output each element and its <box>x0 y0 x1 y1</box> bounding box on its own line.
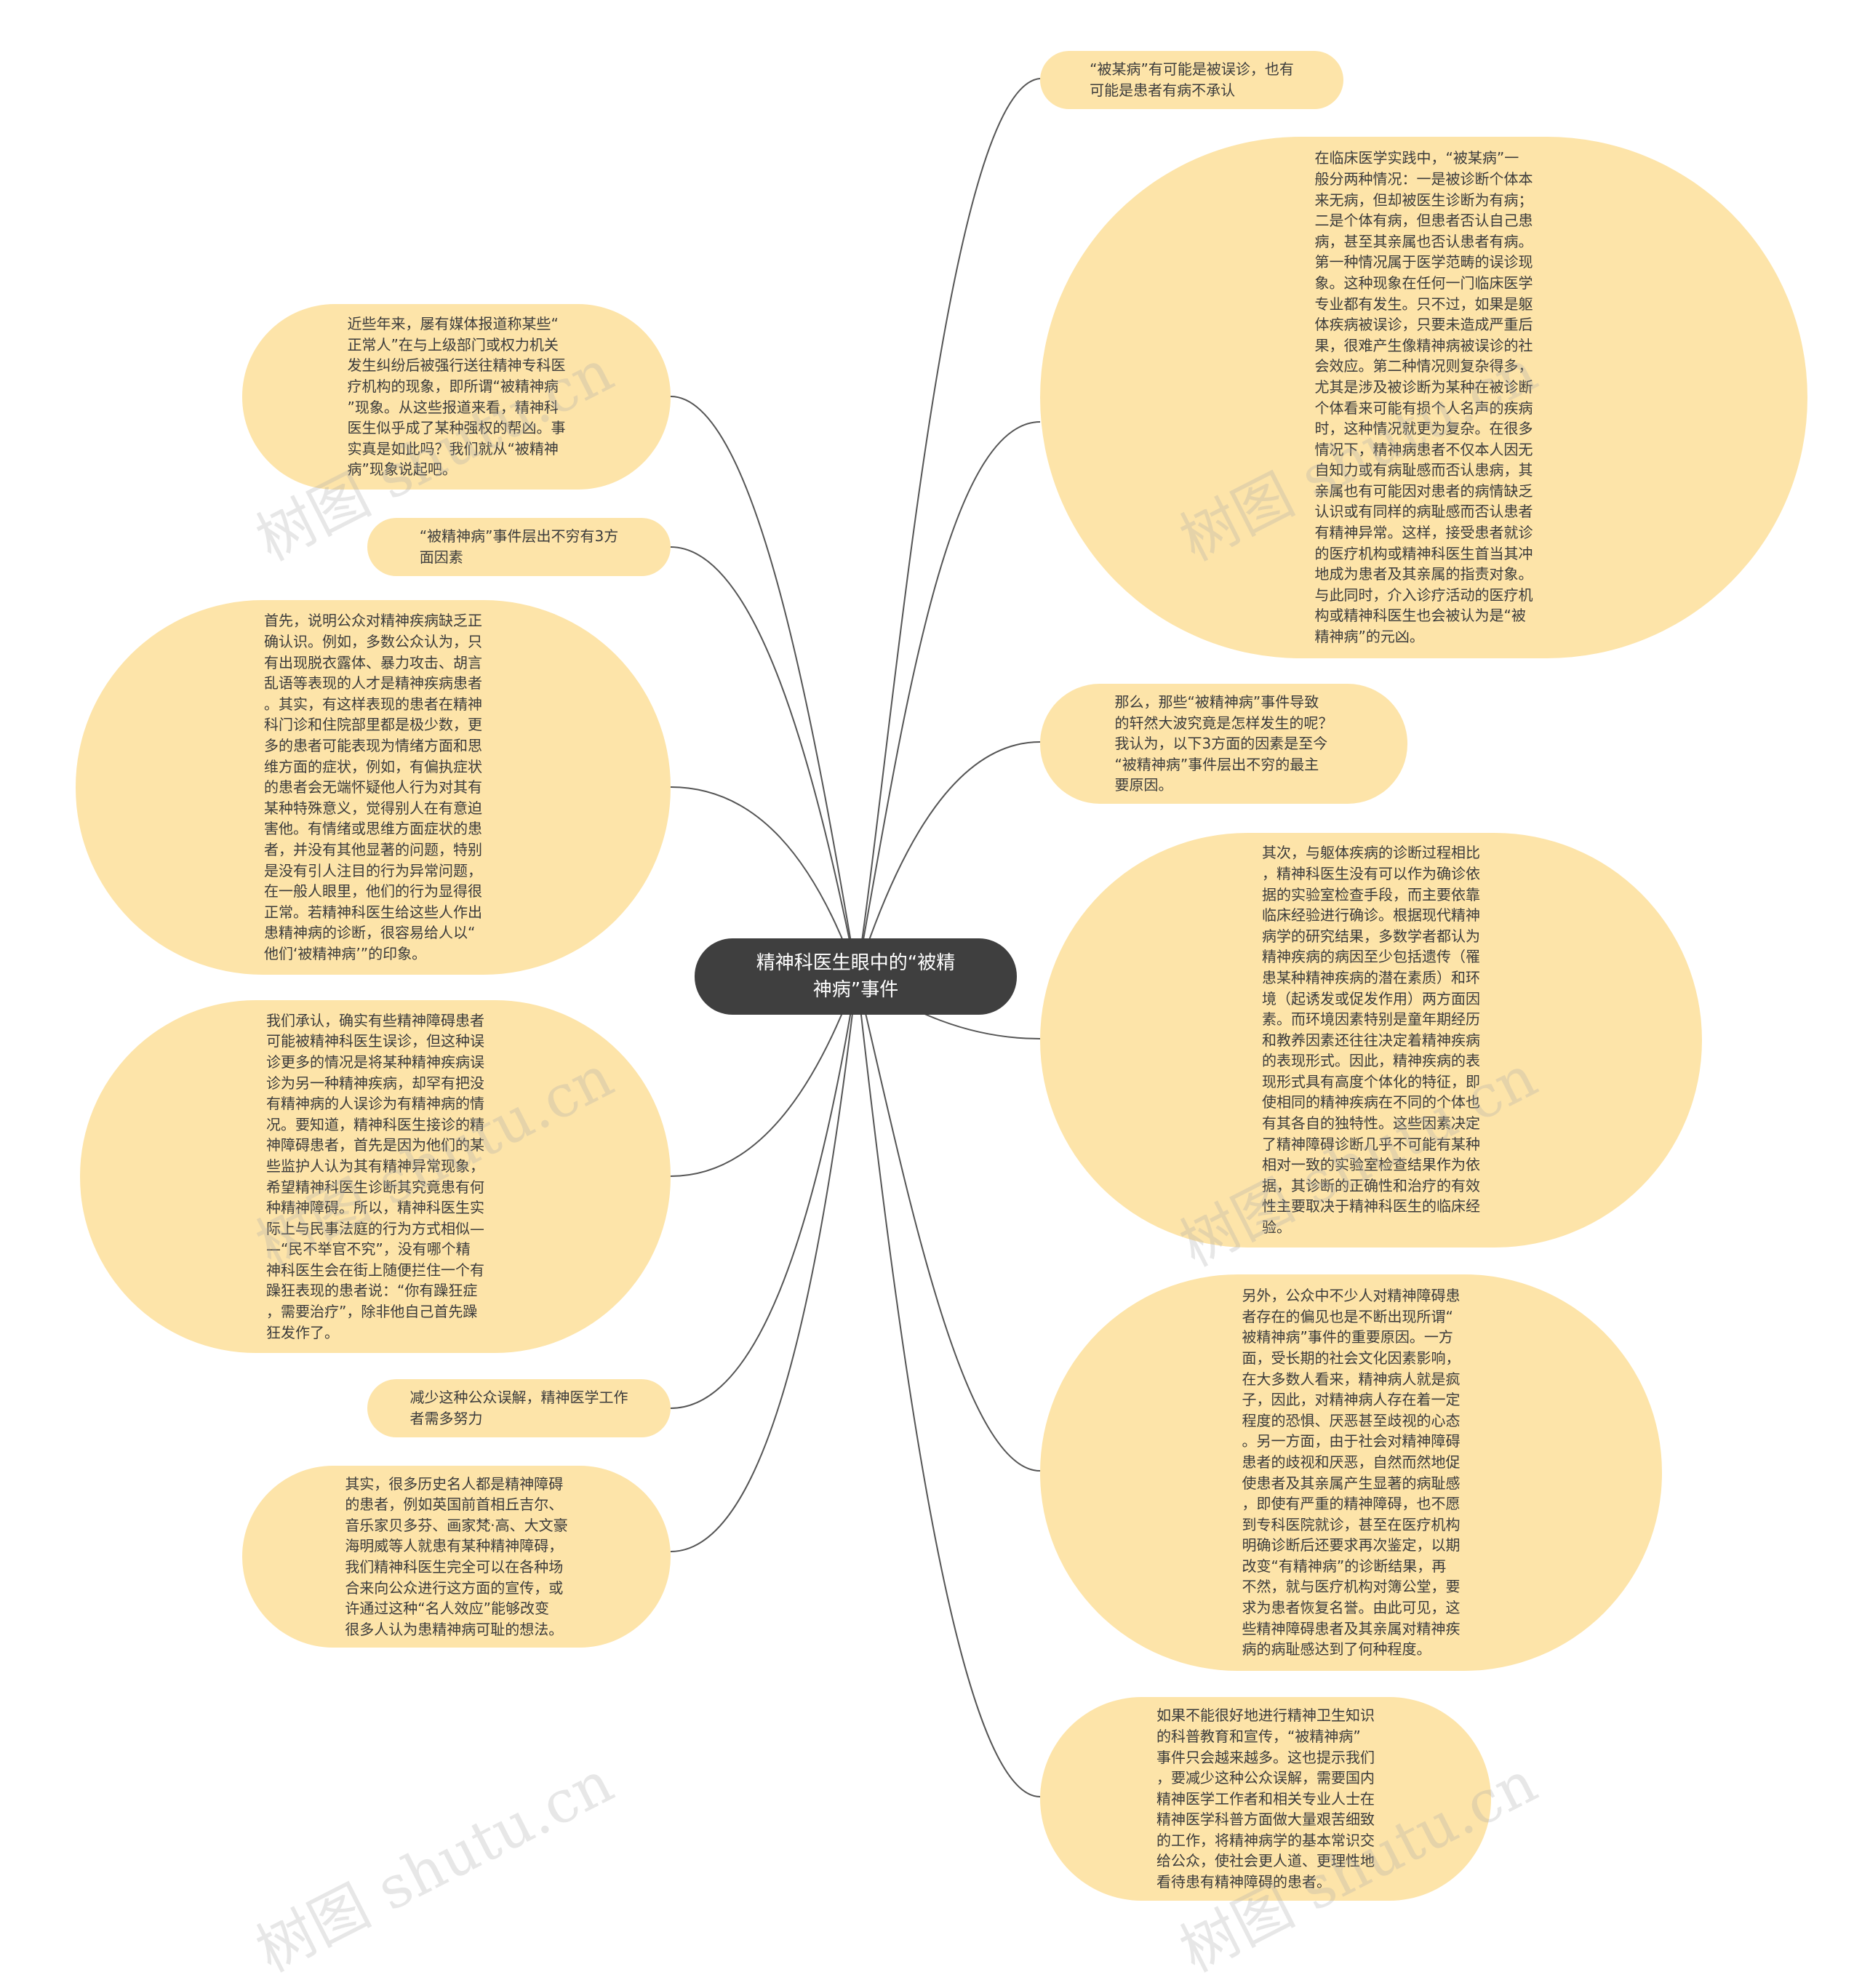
topic-node-text: “被某病”有可能是被误诊，也有 可能是患者有病不承认 <box>1090 60 1294 99</box>
topic-node-text: 那么，那些“被精神病”事件导致 的轩然大波究竟是怎样发生的呢？ 我认为，以下3方… <box>1114 693 1333 794</box>
topic-node-misdiagnosis-admission[interactable]: 我们承认，确实有些精神障碍患者 可能被精神科医生误诊，但这种误 诊更多的情况是将… <box>80 1000 671 1353</box>
topic-node-text: 我们承认，确实有些精神障碍患者 可能被精神科医生误诊，但这种误 诊更多的情况是将… <box>266 1011 484 1341</box>
topic-node-science-education[interactable]: 如果不能很好地进行精神卫生知识 的科普教育和宣传，“被精神病” 事件只会越来越多… <box>1040 1697 1491 1901</box>
topic-node-text: 如果不能很好地进行精神卫生知识 的科普教育和宣传，“被精神病” 事件只会越来越多… <box>1156 1706 1375 1891</box>
topic-node-text: 首先，说明公众对精神疾病缺乏正 确认识。例如，多数公众认为，只 有出现脱衣露体、… <box>264 612 482 962</box>
link-l4 <box>670 975 858 1177</box>
topic-node-three-factors-intro[interactable]: 那么，那些“被精神病”事件导致 的轩然大波究竟是怎样发生的呢？ 我认为，以下3方… <box>1040 684 1407 804</box>
topic-node-three-factors[interactable]: “被精神病”事件层出不穷有3方 面因素 <box>367 518 671 576</box>
topic-node-public-prejudice[interactable]: 另外，公众中不少人对精神障碍患 者存在的偏见也是不断出现所谓“ 被精神病”事件的… <box>1040 1274 1662 1671</box>
link-l5 <box>670 975 858 1409</box>
link-r1 <box>856 78 1041 977</box>
central-topic-title: 精神科医生眼中的“被精 神病”事件 <box>756 951 956 1001</box>
link-r6 <box>856 975 1041 1797</box>
topic-node-celebrity-effect[interactable]: 其实，很多历史名人都是精神障碍 的患者，例如英国前首相丘吉尔、 音乐家贝多芬、画… <box>242 1466 671 1648</box>
central-topic-node[interactable]: 精神科医生眼中的“被精 神病”事件 <box>695 938 1017 1015</box>
topic-node-clinical-practice[interactable]: 在临床医学实践中，“被某病”一 般分两种情况：一是被诊断个体本 来无病，但却被医… <box>1040 137 1807 658</box>
link-l1 <box>670 396 858 977</box>
topic-node-media-reports[interactable]: 近些年来，屡有媒体报道称某些“ 正常人”在与上级部门或权力机关 发生纠纷后被强行… <box>242 304 671 490</box>
topic-node-misdiagnosis-or-denial[interactable]: “被某病”有可能是被误诊，也有 可能是患者有病不承认 <box>1040 51 1343 109</box>
topic-node-text: 其次，与躯体疾病的诊断过程相比 ，精神科医生没有可以作为确诊依 据的实验室检查手… <box>1262 844 1480 1237</box>
topic-node-text: “被精神病”事件层出不穷有3方 面因素 <box>419 527 619 566</box>
topic-node-diagnosis-process[interactable]: 其次，与躯体疾病的诊断过程相比 ，精神科医生没有可以作为确诊依 据的实验室检查手… <box>1040 833 1702 1248</box>
link-l6 <box>670 975 858 1552</box>
topic-node-text: 其实，很多历史名人都是精神障碍 的患者，例如英国前首相丘吉尔、 音乐家贝多芬、画… <box>345 1474 568 1638</box>
topic-node-public-misunderstanding[interactable]: 首先，说明公众对精神疾病缺乏正 确认识。例如，多数公众认为，只 有出现脱衣露体、… <box>76 600 671 975</box>
topic-node-text: 减少这种公众误解，精神医学工作 者需多努力 <box>409 1389 628 1427</box>
topic-node-text: 另外，公众中不少人对精神障碍患 者存在的偏见也是不断出现所谓“ 被精神病”事件的… <box>1242 1287 1461 1658</box>
link-r2 <box>856 421 1041 977</box>
link-r5 <box>856 975 1041 1472</box>
link-r3 <box>856 741 1041 977</box>
link-l3 <box>670 786 858 977</box>
topic-node-text: 在临床医学实践中，“被某病”一 般分两种情况：一是被诊断个体本 来无病，但却被医… <box>1314 149 1533 646</box>
topic-node-text: 近些年来，屡有媒体报道称某些“ 正常人”在与上级部门或权力机关 发生纠纷后被强行… <box>347 315 566 479</box>
link-l2 <box>670 546 858 977</box>
topic-node-reduce-misunderstanding[interactable]: 减少这种公众误解，精神医学工作 者需多努力 <box>367 1379 671 1437</box>
